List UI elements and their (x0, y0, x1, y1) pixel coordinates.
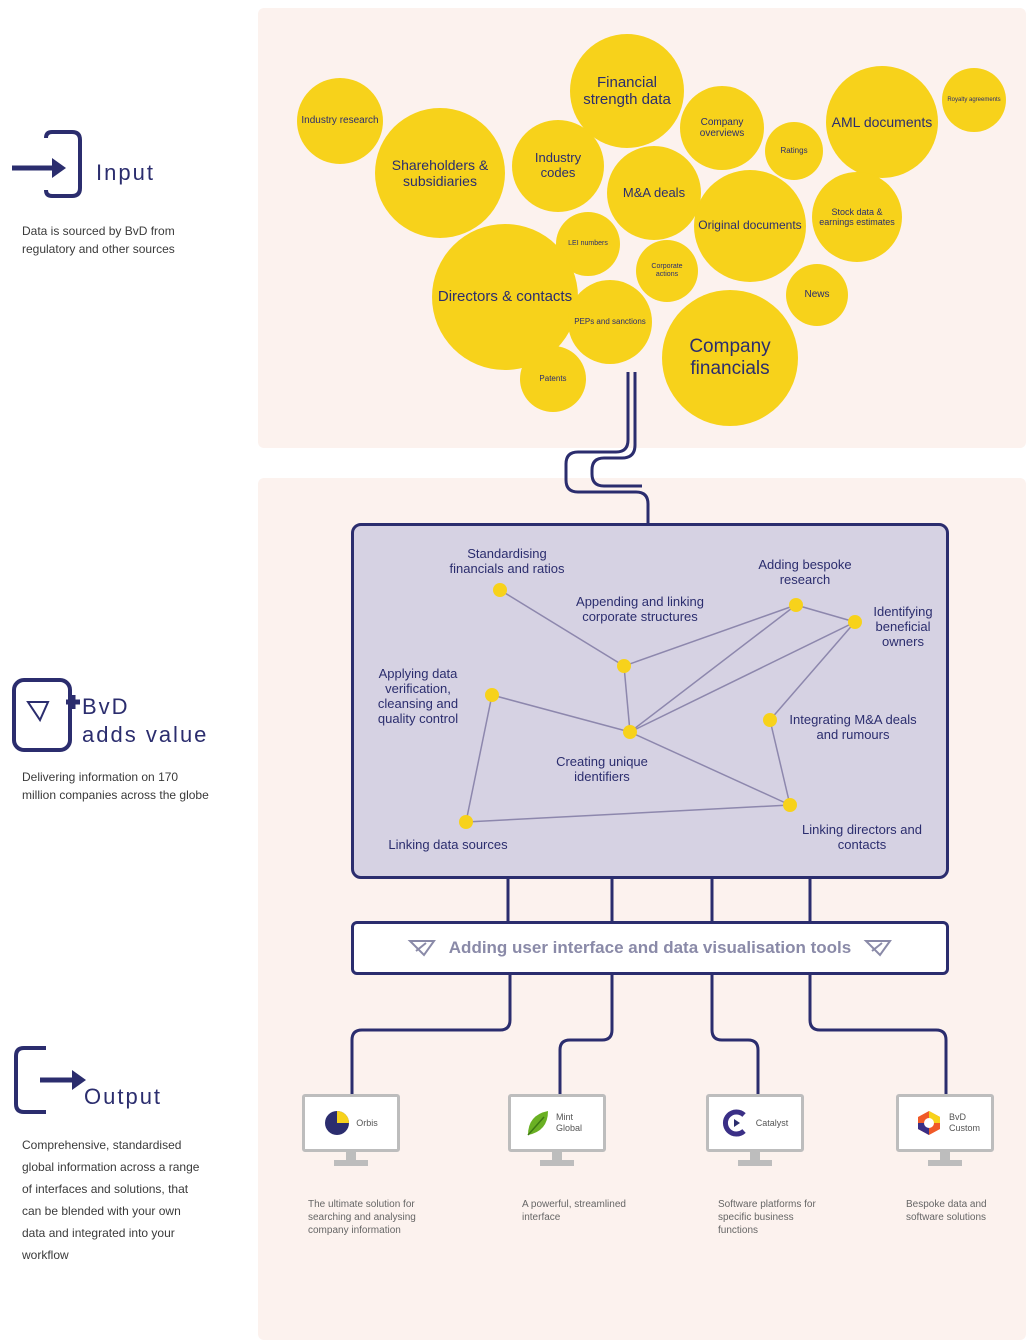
label-linking-sources: Linking data sources (388, 837, 508, 852)
node-verification (485, 688, 499, 702)
bvd-title-line2: adds value (82, 722, 209, 747)
label-linking-directors: Linking directors and contacts (802, 822, 922, 852)
bubble-patents: Patents (520, 346, 586, 412)
product-name: BvD Custom (949, 1112, 981, 1133)
input-icon (12, 130, 82, 198)
product-name: Mint Global (556, 1112, 583, 1133)
node-linking-directors (783, 798, 797, 812)
bvd-logo-icon (863, 940, 893, 957)
bvd-title-line1: BvD (82, 694, 130, 719)
orbis-logo-icon (325, 1111, 350, 1135)
ui-tools-bar: Adding user interface and data visualisa… (351, 921, 949, 975)
bubble-company-overviews: Company overviews (680, 86, 764, 170)
monitor-screen: Orbis (302, 1094, 400, 1152)
bubble-news: News (786, 264, 848, 326)
product-description: A powerful, streamlined interface (522, 1199, 626, 1223)
label-verification: Applying data verification, cleansing an… (377, 666, 459, 726)
output-title: Output (84, 1084, 163, 1109)
output-description: Comprehensive, standardised global infor… (22, 1138, 200, 1262)
bubble-corporate-actions: Corporate actions (636, 240, 698, 302)
bvd-description: Delivering information on 170 million co… (22, 770, 209, 802)
label-standardising: Standardising financials and ratios (449, 546, 565, 576)
ui-tools-label: Adding user interface and data visualisa… (448, 938, 852, 957)
bubble-ma-deals: M&A deals (607, 146, 701, 240)
product-name: Catalyst (755, 1117, 789, 1128)
output-icon (14, 1046, 86, 1114)
bubble-financial-strength: Financial strength data (570, 34, 684, 148)
bubble-original-documents: Original documents (694, 170, 806, 282)
monitor-screen: BvD Custom (896, 1094, 994, 1152)
label-unique-identifiers: Creating unique identifiers (556, 754, 648, 784)
input-title: Input (96, 160, 155, 185)
label-beneficial-owners: Identifying beneficial owners (873, 604, 933, 649)
bubble-directors-contacts: Directors & contacts (432, 224, 578, 370)
value-network-box (351, 523, 949, 879)
bubble-stock-data: Stock data & earnings estimates (812, 172, 902, 262)
bubble-aml-documents: AML documents (826, 66, 938, 178)
node-linking-sources (459, 815, 473, 829)
bubble-shareholders: Shareholders & subsidiaries (375, 108, 505, 238)
label-bespoke-research: Adding bespoke research (758, 557, 852, 587)
label-ma-rumours: Integrating M&A deals and rumours (789, 712, 917, 742)
hexagon-logo-icon (918, 1111, 940, 1135)
product-description: Software platforms for specific business… (718, 1199, 816, 1236)
node-ma-rumours (763, 713, 777, 727)
monitor-screen: Mint Global (508, 1094, 606, 1152)
node-beneficial-owners (848, 615, 862, 629)
bvd-icon (12, 678, 80, 752)
bubble-industry-codes: Industry codes (512, 120, 604, 212)
label-appending: Appending and linking corporate structur… (576, 594, 704, 624)
product-description: Bespoke data and software solutions (906, 1199, 987, 1223)
node-unique-identifiers (623, 725, 637, 739)
node-standardising (493, 583, 507, 597)
bvd-logo-icon (407, 940, 436, 957)
monitor-screen: Catalyst (706, 1094, 804, 1152)
bubble-company-financials: Company financials (662, 290, 798, 426)
node-bespoke-research (789, 598, 803, 612)
product-description: The ultimate solution for searching and … (308, 1199, 416, 1236)
node-appending (617, 659, 631, 673)
leaf-logo-icon (527, 1111, 548, 1136)
bubble-ratings: Ratings (765, 122, 823, 180)
bubble-royalty-agreements: Royalty agreements (942, 68, 1006, 132)
product-name: Orbis (356, 1117, 378, 1128)
bubble-peps-sanctions: PEPs and sanctions (568, 280, 652, 364)
bubble-industry-research: Industry research (297, 78, 383, 164)
input-description: Data is sourced by BvD from regulatory a… (22, 224, 175, 256)
catalyst-logo-icon (722, 1109, 746, 1137)
